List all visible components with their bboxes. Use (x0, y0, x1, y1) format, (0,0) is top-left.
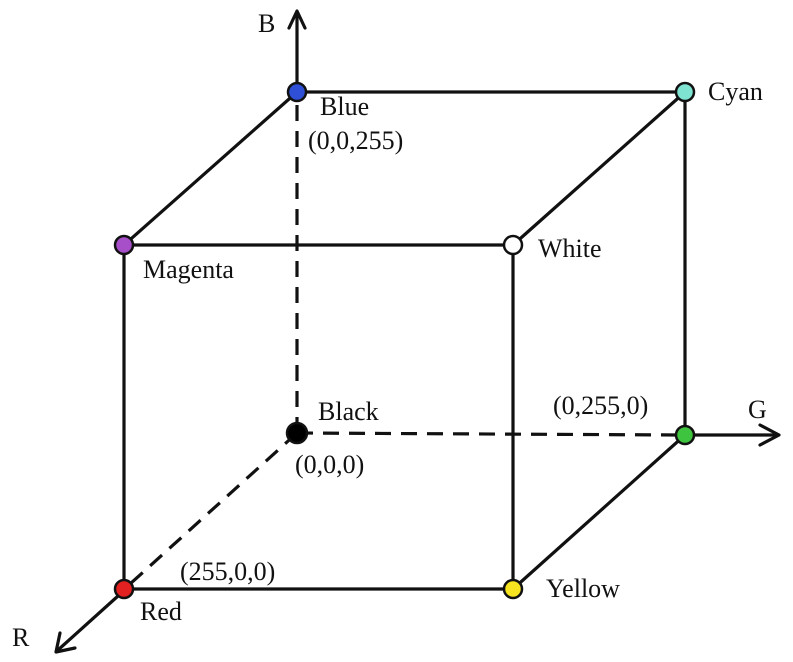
yellow-label: Yellow (546, 574, 620, 603)
green-coords-label: (0,255,0) (553, 391, 648, 420)
vertex-white (502, 234, 524, 256)
g-axis-label: G (748, 395, 767, 424)
edge-yellow-green (511, 433, 687, 591)
r-axis-label: R (12, 623, 30, 652)
vertex-yellow (502, 578, 524, 600)
edge-black-red-dashed (128, 431, 299, 586)
white-label: White (538, 234, 602, 263)
blue-label: Blue (320, 92, 369, 121)
vertex-red (113, 578, 135, 600)
r-axis-line (56, 594, 120, 652)
black-label: Black (318, 397, 379, 426)
magenta-label: Magenta (143, 255, 234, 284)
edge-cyan-white (511, 90, 687, 247)
vertex-cyan (674, 81, 696, 103)
vertex-black (285, 421, 309, 445)
cyan-label: Cyan (708, 77, 763, 106)
red-coords-label: (255,0,0) (180, 557, 275, 586)
black-coords-label: (0,0,0) (295, 450, 364, 479)
b-axis-arrowhead (287, 9, 307, 30)
r-axis-arrowhead (54, 631, 77, 654)
edge-black-green-dashed (296, 431, 679, 437)
vertex-green (674, 424, 696, 446)
red-label: Red (140, 597, 182, 626)
blue-coords-label: (0,0,255) (308, 126, 403, 155)
g-axis-arrowhead (758, 423, 781, 447)
b-axis-label: B (258, 9, 275, 38)
vertex-blue (286, 81, 308, 103)
vertex-magenta (113, 234, 135, 256)
edge-blue-magenta (122, 90, 299, 247)
